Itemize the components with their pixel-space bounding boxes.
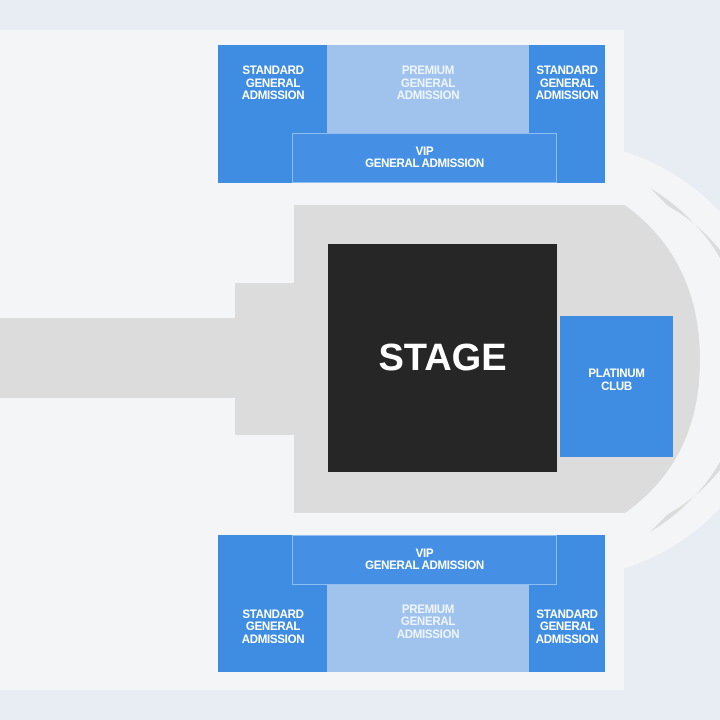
section-label: STANDARD GENERAL ADMISSION [241, 608, 305, 646]
section-label: PREMIUM GENERAL ADMISSION [396, 603, 460, 641]
section-label: STANDARD GENERAL ADMISSION [241, 65, 305, 102]
runway-step [235, 283, 295, 435]
section-label: VIP GENERAL ADMISSION [365, 547, 484, 573]
stage: STAGE [328, 244, 557, 472]
section-platinum-club[interactable]: PLATINUM CLUB [560, 316, 673, 457]
section-label: STANDARD GENERAL ADMISSION [535, 608, 599, 646]
section-label: PLATINUM CLUB [588, 368, 645, 393]
section-label: VIP GENERAL ADMISSION [365, 145, 484, 171]
section-premium-bottom[interactable]: PREMIUM GENERAL ADMISSION [327, 583, 529, 672]
section-premium-top[interactable]: PREMIUM GENERAL ADMISSION [327, 45, 529, 135]
section-vip-bottom[interactable]: VIP GENERAL ADMISSION [292, 535, 557, 585]
runway [0, 318, 240, 398]
section-vip-top[interactable]: VIP GENERAL ADMISSION [292, 133, 557, 183]
section-label: PREMIUM GENERAL ADMISSION [396, 65, 460, 102]
section-standard-top-left[interactable]: STANDARD GENERAL ADMISSION [218, 45, 328, 183]
section-label: STANDARD GENERAL ADMISSION [535, 65, 599, 102]
